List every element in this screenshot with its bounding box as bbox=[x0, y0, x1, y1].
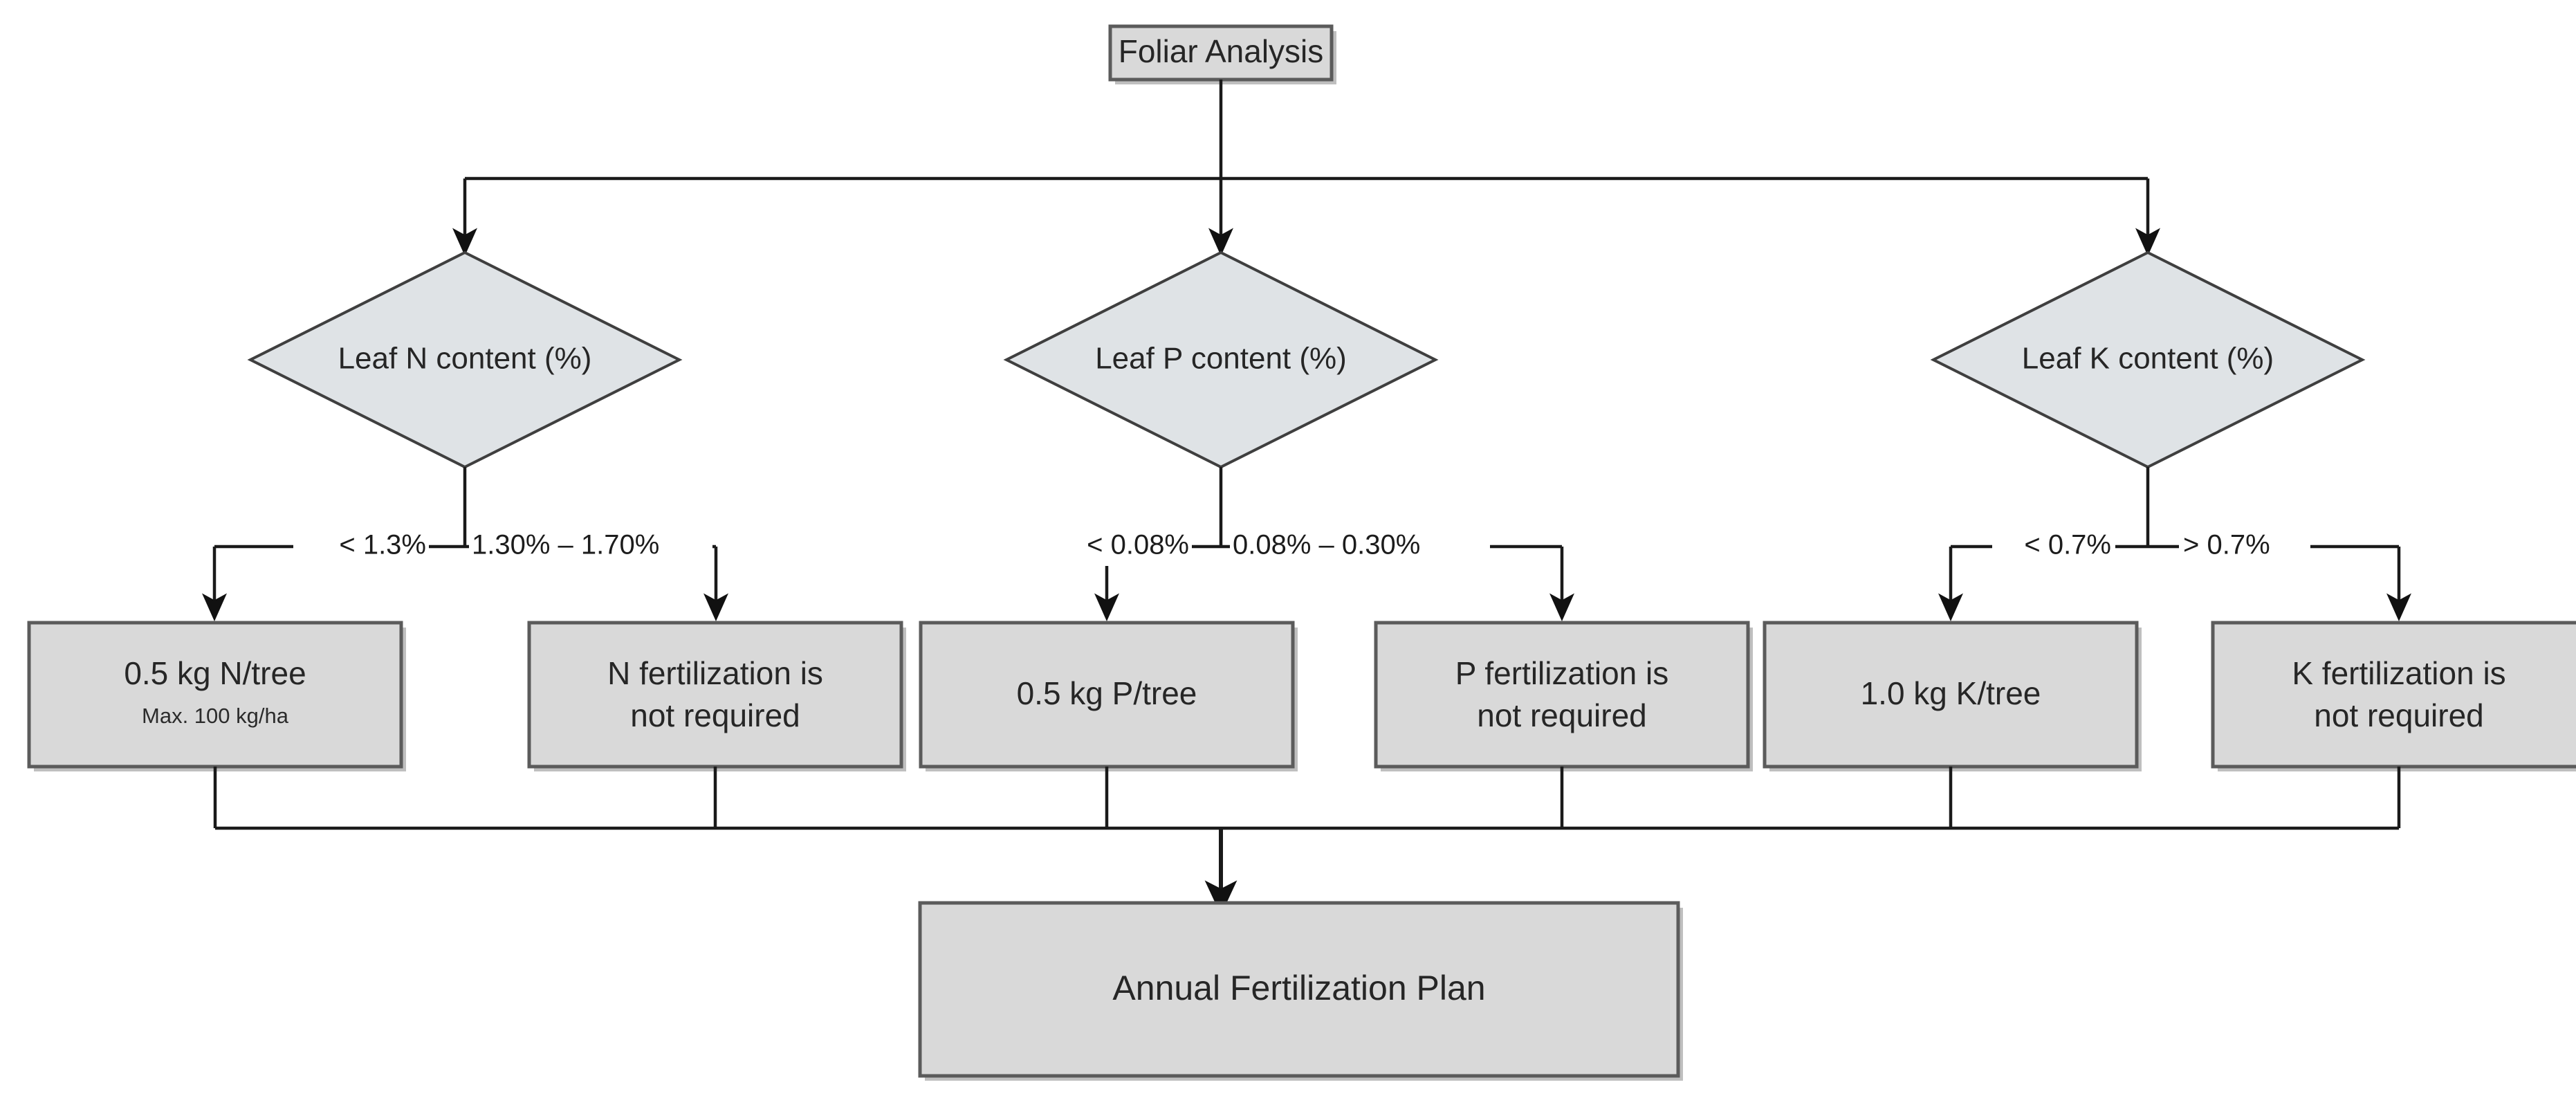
decision-leaf-p-content[interactable]: Leaf P content (%) bbox=[1003, 250, 1439, 469]
edge-label-k-low: < 0.7% bbox=[2024, 530, 2111, 560]
node-annual-fertilization-plan-label: Annual Fertilization Plan bbox=[1112, 969, 1485, 1007]
connector-merge-to-plan bbox=[213, 767, 2401, 915]
edge-label-n-optimal: 1.30% – 1.70% bbox=[472, 530, 659, 560]
outcome-box-n-none-line2: not required bbox=[630, 697, 800, 733]
outcome-box-k-none[interactable]: K fertilization is not required bbox=[2211, 621, 2576, 771]
outcome-box-p-none[interactable]: P fertilization is not required bbox=[1374, 621, 1753, 771]
node-annual-fertilization-plan[interactable]: Annual Fertilization Plan bbox=[918, 901, 1683, 1081]
edge-label-k-optimal: > 0.7% bbox=[2183, 530, 2270, 560]
connector-branch-n: < 1.3% 1.30% – 1.70% bbox=[202, 467, 728, 621]
edge-label-n-low: < 1.3% bbox=[339, 530, 426, 560]
connector-top-split bbox=[452, 80, 2160, 256]
decision-leaf-k-content[interactable]: Leaf K content (%) bbox=[1930, 250, 2366, 469]
edge-label-p-optimal: 0.08% – 0.30% bbox=[1233, 530, 1420, 560]
outcome-box-n-none[interactable]: N fertilization is not required bbox=[527, 621, 906, 771]
outcome-box-p-none-line1: P fertilization is bbox=[1455, 655, 1669, 691]
outcome-box-p-apply-line1: 0.5 kg P/tree bbox=[1017, 675, 1197, 711]
outcome-box-n-apply-line1: 0.5 kg N/tree bbox=[124, 655, 306, 691]
decision-leaf-p-content-label: Leaf P content (%) bbox=[1095, 342, 1347, 376]
outcome-box-n-apply[interactable]: 0.5 kg N/tree Max. 100 kg/ha bbox=[27, 621, 406, 771]
decision-leaf-n-content-label: Leaf N content (%) bbox=[338, 342, 592, 376]
outcome-box-n-none-line1: N fertilization is bbox=[607, 655, 823, 691]
node-foliar-analysis[interactable]: Foliar Analysis bbox=[1108, 24, 1336, 84]
node-foliar-analysis-label: Foliar Analysis bbox=[1119, 33, 1324, 69]
outcome-box-k-none-line2: not required bbox=[2314, 697, 2484, 733]
edge-label-p-low: < 0.08% bbox=[1087, 530, 1189, 560]
outcome-box-p-none-line2: not required bbox=[1477, 697, 1647, 733]
decision-leaf-k-content-label: Leaf K content (%) bbox=[2022, 342, 2274, 376]
connector-branch-p: < 0.08% 0.08% – 0.30% bbox=[1056, 467, 1574, 621]
outcome-box-k-none-line1: K fertilization is bbox=[2292, 655, 2505, 691]
outcome-box-n-apply-line2: Max. 100 kg/ha bbox=[142, 704, 289, 728]
connector-branch-k: < 0.7% > 0.7% bbox=[1938, 467, 2411, 621]
decision-leaf-n-content[interactable]: Leaf N content (%) bbox=[247, 250, 683, 469]
outcome-box-p-apply[interactable]: 0.5 kg P/tree bbox=[919, 621, 1298, 771]
outcome-box-k-apply[interactable]: 1.0 kg K/tree bbox=[1763, 621, 2142, 771]
outcome-box-k-apply-line1: 1.0 kg K/tree bbox=[1861, 675, 2041, 711]
